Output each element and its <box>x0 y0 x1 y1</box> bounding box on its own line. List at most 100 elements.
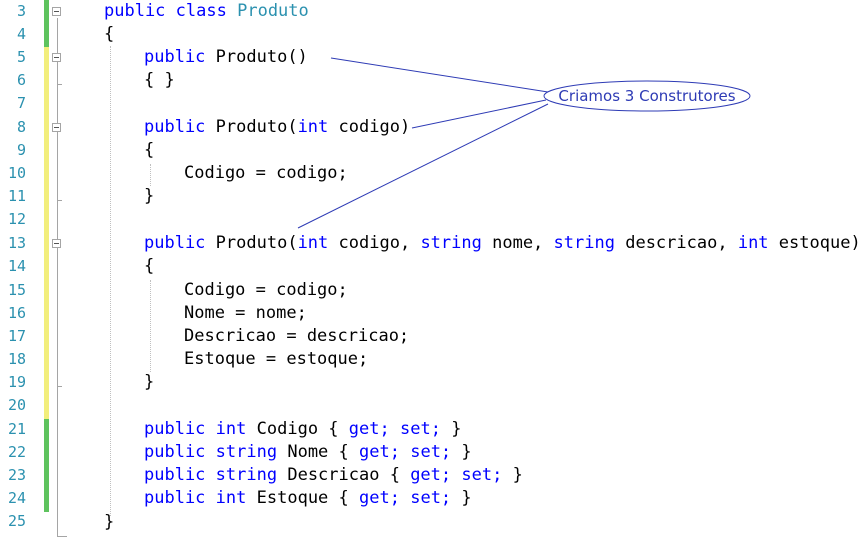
code-line-9[interactable]: { <box>144 140 155 160</box>
collapse-icon[interactable] <box>52 123 61 132</box>
parameter: codigo, <box>338 233 411 253</box>
code-line-13[interactable]: public Produto(int codigo, string nome, … <box>144 232 861 255</box>
keyword-class: class <box>175 1 227 21</box>
keyword-public: public <box>144 117 206 137</box>
collapse-icon[interactable] <box>52 239 61 248</box>
code-line-4[interactable]: { <box>104 24 115 44</box>
keyword-set: set; <box>461 465 503 485</box>
change-marker-saved <box>44 419 49 512</box>
constructor-name: Produto() <box>215 47 308 67</box>
code-line-21[interactable]: public int Codigo { get; set; } <box>144 418 461 441</box>
constructor-name: Produto( <box>215 233 298 253</box>
indent-guide <box>150 164 151 186</box>
keyword-int: int <box>297 233 329 253</box>
code-line-24[interactable]: public int Estoque { get; set; } <box>144 487 472 510</box>
keyword-public: public <box>144 488 206 508</box>
code-line-16[interactable]: Nome = nome; <box>184 303 307 323</box>
line-number: 8 <box>16 118 26 136</box>
line-number: 11 <box>7 187 26 205</box>
line-number: 25 <box>7 512 26 530</box>
keyword-string: string <box>215 442 278 462</box>
keyword-int: int <box>297 117 329 137</box>
callout-text: Criamos 3 Construtores <box>558 87 735 105</box>
keyword-string: string <box>420 233 482 253</box>
code-line-14[interactable]: { <box>144 256 155 276</box>
callout-ellipse <box>543 80 751 112</box>
code-line-22[interactable]: public string Nome { get; set; } <box>144 441 472 464</box>
line-number: 7 <box>16 94 26 112</box>
keyword-public: public <box>144 465 206 485</box>
parameter: codigo) <box>338 117 411 137</box>
keyword-public: public <box>144 442 206 462</box>
code-line-18[interactable]: Estoque = estoque; <box>184 349 369 369</box>
property-name: Codigo { <box>256 419 339 439</box>
keyword-public: public <box>144 47 206 67</box>
keyword-int: int <box>215 488 247 508</box>
constructor-name: Produto( <box>215 117 298 137</box>
line-number: 9 <box>16 141 26 159</box>
line-number: 19 <box>7 373 26 391</box>
outline-end <box>57 200 62 201</box>
callout-pointer <box>411 99 547 129</box>
outline-line <box>57 18 58 536</box>
keyword-string: string <box>553 233 615 253</box>
parameter: estoque) <box>778 233 861 253</box>
line-number: 14 <box>7 257 26 275</box>
keyword-set: set; <box>410 442 452 462</box>
keyword-get: get; <box>359 442 400 462</box>
brace: } <box>461 488 472 508</box>
code-line-10[interactable]: Codigo = codigo; <box>184 163 348 183</box>
indent-guide <box>110 46 111 516</box>
code-line-15[interactable]: Codigo = codigo; <box>184 280 348 300</box>
keyword-set: set; <box>399 419 441 439</box>
brace: } <box>512 465 523 485</box>
code-line-11[interactable]: } <box>144 186 155 206</box>
keyword-get: get; <box>348 419 390 439</box>
collapse-icon[interactable] <box>52 53 61 62</box>
parameter: descricao, <box>625 233 728 253</box>
property-name: Estoque { <box>256 488 349 508</box>
line-number: 23 <box>7 466 26 484</box>
keyword-set: set; <box>410 488 452 508</box>
line-number: 21 <box>7 420 26 438</box>
keyword-int: int <box>737 233 769 253</box>
property-name: Descricao { <box>287 465 400 485</box>
code-line-6[interactable]: { } <box>144 70 175 90</box>
brace: } <box>451 419 462 439</box>
keyword-string: string <box>215 465 278 485</box>
code-line-19[interactable]: } <box>144 372 155 392</box>
keyword-public: public <box>144 419 206 439</box>
line-number: 22 <box>7 443 26 461</box>
line-number: 13 <box>7 234 26 252</box>
line-number: 15 <box>7 281 26 299</box>
code-line-25[interactable]: } <box>104 512 115 532</box>
keyword-int: int <box>215 419 247 439</box>
line-number: 18 <box>7 350 26 368</box>
keyword-get: get; <box>410 465 452 485</box>
keyword-public: public <box>144 233 206 253</box>
code-line-23[interactable]: public string Descricao { get; set; } <box>144 464 523 487</box>
brace: } <box>461 442 472 462</box>
callout-pointer <box>330 57 549 93</box>
line-number: 10 <box>7 164 26 182</box>
line-number: 4 <box>16 25 26 43</box>
code-line-3[interactable]: public class Produto <box>104 0 309 23</box>
class-name: Produto <box>237 1 309 21</box>
line-number: 5 <box>16 48 26 66</box>
outline-end <box>57 84 62 85</box>
line-number: 24 <box>7 489 26 507</box>
keyword-public: public <box>104 1 166 21</box>
keyword-get: get; <box>359 488 400 508</box>
code-line-5[interactable]: public Produto() <box>144 46 308 69</box>
change-marker-unsaved <box>44 47 49 419</box>
code-line-8[interactable]: public Produto(int codigo) <box>144 116 410 139</box>
line-number: 6 <box>16 71 26 89</box>
outline-end <box>57 536 67 537</box>
collapse-icon[interactable] <box>52 7 61 16</box>
property-name: Nome { <box>287 442 349 462</box>
parameter: nome, <box>492 233 544 253</box>
code-line-17[interactable]: Descricao = descricao; <box>184 326 410 346</box>
change-marker-saved <box>44 0 49 47</box>
line-number: 16 <box>7 304 26 322</box>
